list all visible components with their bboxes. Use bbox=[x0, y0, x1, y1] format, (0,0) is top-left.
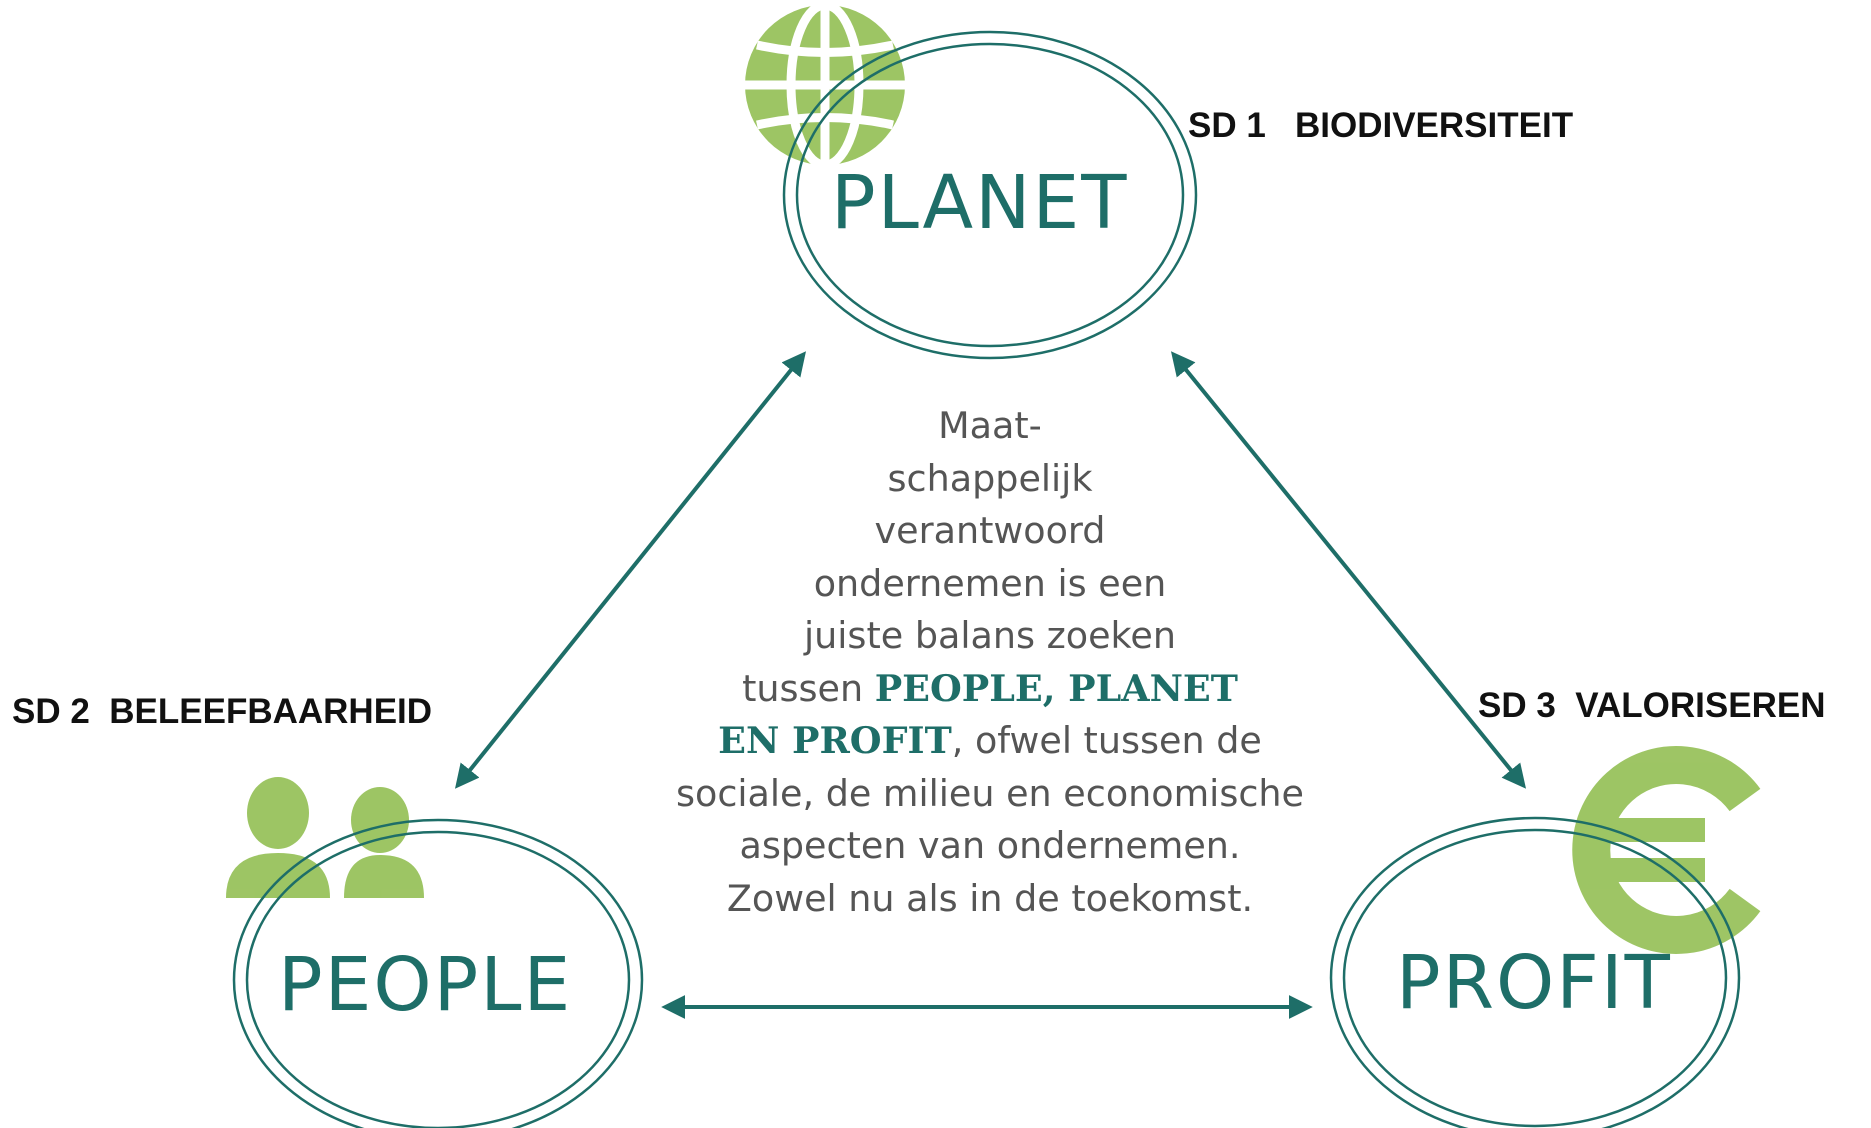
center-line-6-emphasis: PEOPLE, PLANET bbox=[874, 666, 1238, 710]
profit-label: PROFIT bbox=[1396, 940, 1672, 1026]
arrow-planet-profit bbox=[1170, 351, 1527, 789]
center-line-1: Maat- bbox=[938, 404, 1042, 447]
people-circle bbox=[232, 818, 644, 1128]
center-line-6: tussen PEOPLE, PLANET bbox=[540, 663, 1440, 716]
center-line-10: Zowel nu als in de toekomst. bbox=[726, 876, 1254, 920]
center-line-2: schappelijk bbox=[887, 456, 1093, 500]
center-line-8: sociale, de milieu en economische bbox=[675, 771, 1304, 815]
center-line-7-text: , ofwel tussen de bbox=[951, 719, 1262, 762]
center-line-6-text: tussen bbox=[742, 666, 875, 710]
center-description: Maat- schappelijk verantwoord ondernemen… bbox=[540, 400, 1440, 925]
center-line-7-emphasis: EN PROFIT bbox=[718, 719, 952, 762]
arrow-planet-people bbox=[454, 351, 807, 789]
sd2-label: SD 2 BELEEFBAARHEID bbox=[12, 692, 433, 731]
globe-icon bbox=[745, 0, 905, 170]
euro-icon bbox=[1572, 746, 1761, 954]
planet-circle bbox=[782, 30, 1198, 360]
people-label: PEOPLE bbox=[278, 942, 573, 1028]
sd1-label: SD 1 BIODIVERSITEIT bbox=[1188, 106, 1574, 145]
center-line-5: juiste balans zoeken bbox=[804, 614, 1176, 657]
profit-circle bbox=[1329, 816, 1741, 1128]
sd3-label: SD 3 VALORISEREN bbox=[1478, 686, 1826, 725]
center-line-4: ondernemen is een bbox=[813, 561, 1167, 605]
center-line-9: aspecten van ondernemen. bbox=[739, 824, 1241, 867]
center-line-7: EN PROFIT, ofwel tussen de bbox=[540, 715, 1440, 768]
people-icon bbox=[226, 777, 424, 898]
planet-label: PLANET bbox=[831, 160, 1129, 246]
center-line-3: verantwoord bbox=[874, 509, 1106, 552]
